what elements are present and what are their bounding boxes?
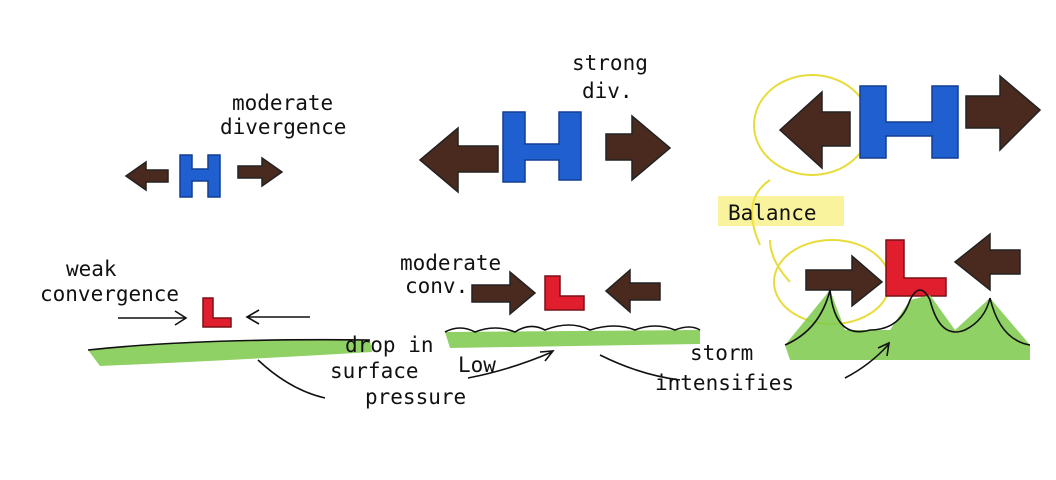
arrow-right-small — [237, 156, 284, 188]
arrow-left-medium — [418, 126, 499, 194]
label-surface: surface — [330, 359, 419, 383]
low-symbol-medium — [544, 275, 585, 311]
label-moderate-conv: moderate — [400, 251, 501, 275]
label-weak: weak — [66, 257, 117, 281]
low-symbol-small — [202, 297, 232, 328]
panel-weak: moderate divergence weak convergence — [40, 91, 372, 366]
high-symbol-medium — [502, 111, 582, 183]
ground-1 — [88, 339, 372, 366]
arrow-in-right-large — [805, 254, 884, 308]
ground-3 — [785, 290, 1030, 360]
high-symbol-large — [859, 85, 959, 159]
arrow-left-small — [124, 160, 169, 192]
label-intensifies: intensifies — [655, 371, 794, 395]
arrow-in-left — [118, 310, 188, 326]
label-strong: strong — [572, 51, 648, 75]
arrow-in-right-medium — [471, 270, 537, 316]
arrow-right-large — [965, 74, 1042, 152]
label-conv: conv. — [405, 274, 468, 298]
label-drop-in: drop in — [345, 333, 434, 357]
label-low: Low — [458, 353, 496, 377]
label-moderate: moderate — [232, 91, 333, 115]
panel-moderate: strong div. moderate conv. — [400, 51, 701, 348]
label-balance: Balance — [728, 201, 817, 225]
arrow-in-right — [245, 309, 310, 325]
label-div: div. — [582, 79, 633, 103]
low-symbol-large — [885, 239, 947, 297]
label-divergence: divergence — [220, 115, 346, 139]
arrow-in-left-medium — [604, 268, 661, 314]
annotations: drop in surface pressure Low storm inten… — [257, 333, 891, 409]
high-symbol-small — [179, 154, 221, 198]
label-convergence: convergence — [40, 282, 179, 306]
ground-2 — [445, 330, 700, 348]
arrow-in-left-large — [953, 232, 1021, 292]
label-pressure: pressure — [365, 385, 466, 409]
label-storm: storm — [690, 341, 753, 365]
balance-highlight — [718, 196, 844, 226]
arrow-left-large — [778, 90, 851, 170]
panel-strong: Balance — [718, 74, 1042, 360]
arrow-right-medium — [605, 114, 672, 182]
